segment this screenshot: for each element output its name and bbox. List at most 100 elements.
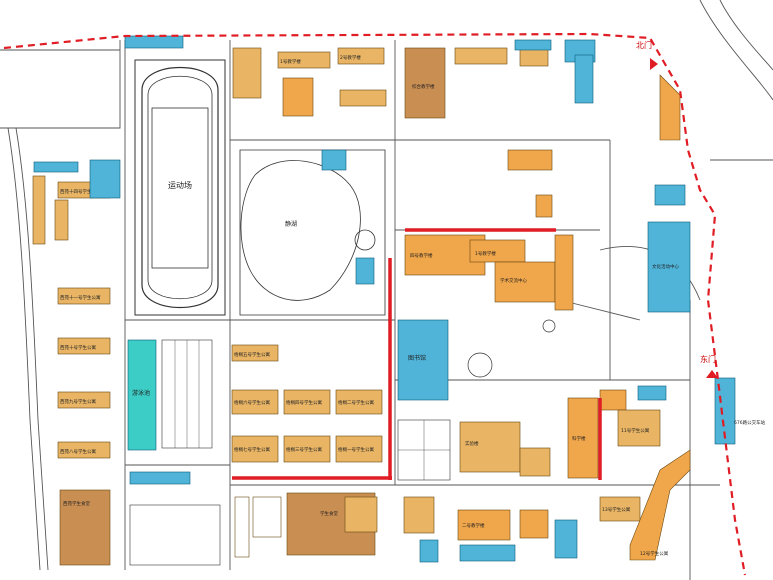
north-building — [277, 51, 331, 69]
center-label: 四号教学楼 — [410, 252, 433, 259]
north-building — [519, 47, 549, 67]
south-building — [234, 496, 250, 558]
dorm-building — [57, 337, 111, 355]
blue-building — [33, 161, 79, 173]
blue-building — [654, 184, 686, 206]
dorm-label: 梧桐六号学生公寓 — [234, 399, 270, 406]
north-buildings: 1号教学楼 2号教学楼 综合教学楼 — [124, 35, 596, 119]
dorm-building — [57, 441, 111, 459]
highlighted-roads — [232, 228, 602, 480]
blue-building — [514, 39, 552, 51]
blue-building — [459, 544, 516, 562]
ne-building — [659, 74, 681, 141]
south-building — [457, 509, 511, 541]
north-building — [282, 77, 314, 117]
pool-label: 游泳池 — [132, 389, 150, 397]
dorm-label: 梧桐二号学生公寓 — [338, 399, 374, 406]
dorm-building — [54, 199, 69, 241]
south-building — [252, 496, 282, 538]
east-gate-arrow — [706, 370, 718, 378]
north-gate[interactable]: 北门 — [636, 40, 658, 70]
east-gate[interactable]: 东门 — [700, 354, 718, 378]
north-label: 综合教学楼 — [412, 83, 435, 90]
dorm-building — [231, 435, 279, 463]
science-label: 科学楼 — [572, 435, 586, 442]
dorm-label: 西苑九号学生公寓 — [60, 398, 96, 405]
south-label: 二号教学楼 — [462, 522, 485, 529]
west-dorms: 西苑十四号学生公寓 西苑十一号学生公寓 西苑十号学生公寓 西苑九号学生公寓 西苑… — [32, 159, 121, 566]
dorm-label: 梧桐五号学生公寓 — [234, 351, 270, 358]
east-buildings: 文化活动中心 — [574, 54, 736, 445]
dorm-building — [283, 389, 331, 415]
east-dorms: 梧桐五号学生公寓 梧桐六号学生公寓 梧桐四号学生公寓 梧桐二号学生公寓 梧桐七号… — [231, 344, 383, 463]
dorm-label: 梧桐一号学生公寓 — [338, 446, 374, 453]
east-gate-label: 东门 — [700, 354, 716, 364]
canteen-label: 西苑学生食堂 — [63, 500, 90, 507]
dorm-label: 西苑十四号学生公寓 — [60, 188, 101, 195]
dorm-building — [231, 344, 279, 362]
center-buildings: 四号教学楼 1号教学楼 学术交流中心 图书馆 — [321, 149, 574, 401]
north-gate-arrow — [650, 58, 658, 70]
dorm-label: 西苑十号学生公寓 — [60, 344, 96, 351]
dorm-building — [283, 435, 331, 463]
blue-building — [129, 471, 191, 485]
center-building — [507, 149, 553, 171]
north-label: 2号教学楼 — [340, 54, 361, 61]
blue-building — [419, 539, 439, 563]
stadium-label: 运动场 — [168, 180, 192, 190]
dorm-building — [57, 287, 111, 305]
science-building — [599, 389, 627, 411]
blue-building — [574, 54, 594, 104]
south-center: 实验楼 科学楼 11号学生公寓 — [397, 385, 667, 481]
dorm-building — [335, 389, 383, 415]
north-building — [337, 47, 385, 65]
dorm-building — [335, 435, 383, 463]
stadium[interactable]: 运动场 — [134, 59, 226, 316]
south-building — [519, 509, 549, 539]
blue-building — [124, 35, 184, 49]
center-building — [554, 234, 574, 311]
dorm-building — [599, 496, 641, 522]
east-center — [647, 221, 691, 313]
blue-building — [321, 149, 347, 171]
center-building — [535, 194, 553, 218]
central-park[interactable]: 静湖 — [239, 149, 386, 316]
north-gate-label: 北门 — [636, 40, 652, 50]
science-building — [567, 397, 599, 479]
south-buildings: 学生食堂 二号教学楼 13号学生公寓 12号学生公寓 — [234, 449, 691, 563]
north-building — [454, 47, 508, 65]
east-dorm-curve — [629, 449, 691, 561]
north-label: 1号教学楼 — [280, 58, 301, 65]
dorm-label: 梧桐七号学生公寓 — [234, 446, 270, 453]
blue-building — [355, 257, 375, 285]
dorm-building — [32, 175, 46, 245]
dorm-building — [57, 391, 111, 409]
blue-building — [637, 385, 667, 401]
dorm-building — [617, 409, 661, 447]
center-label: 学术交流中心 — [500, 277, 527, 284]
blue-building — [89, 159, 121, 199]
dorm-building — [231, 389, 279, 415]
west-facilities: 游泳池 — [127, 339, 221, 566]
lab-label: 实验楼 — [465, 440, 479, 447]
basketball-courts — [129, 504, 221, 566]
campus-boundary — [3, 32, 747, 576]
north-building — [339, 89, 387, 107]
dorm-label: 西苑八号学生公寓 — [60, 448, 96, 455]
dorm-label: 西苑十一号学生公寓 — [60, 294, 101, 301]
west-canteen — [59, 489, 111, 566]
dorm-label: 13号学生公寓 — [602, 506, 631, 513]
pool — [127, 339, 157, 451]
north-building — [232, 47, 262, 99]
fountain — [467, 352, 493, 378]
dorm-label: 11号学生公寓 — [621, 427, 650, 434]
center-building — [494, 261, 556, 303]
library — [397, 319, 449, 401]
lake-label: 静湖 — [285, 220, 297, 228]
bus-stop-label: 676路公交车站 — [734, 419, 766, 426]
dorm-label: 梧桐三号学生公寓 — [286, 446, 322, 453]
south-building — [344, 496, 378, 533]
north-building — [404, 47, 446, 119]
